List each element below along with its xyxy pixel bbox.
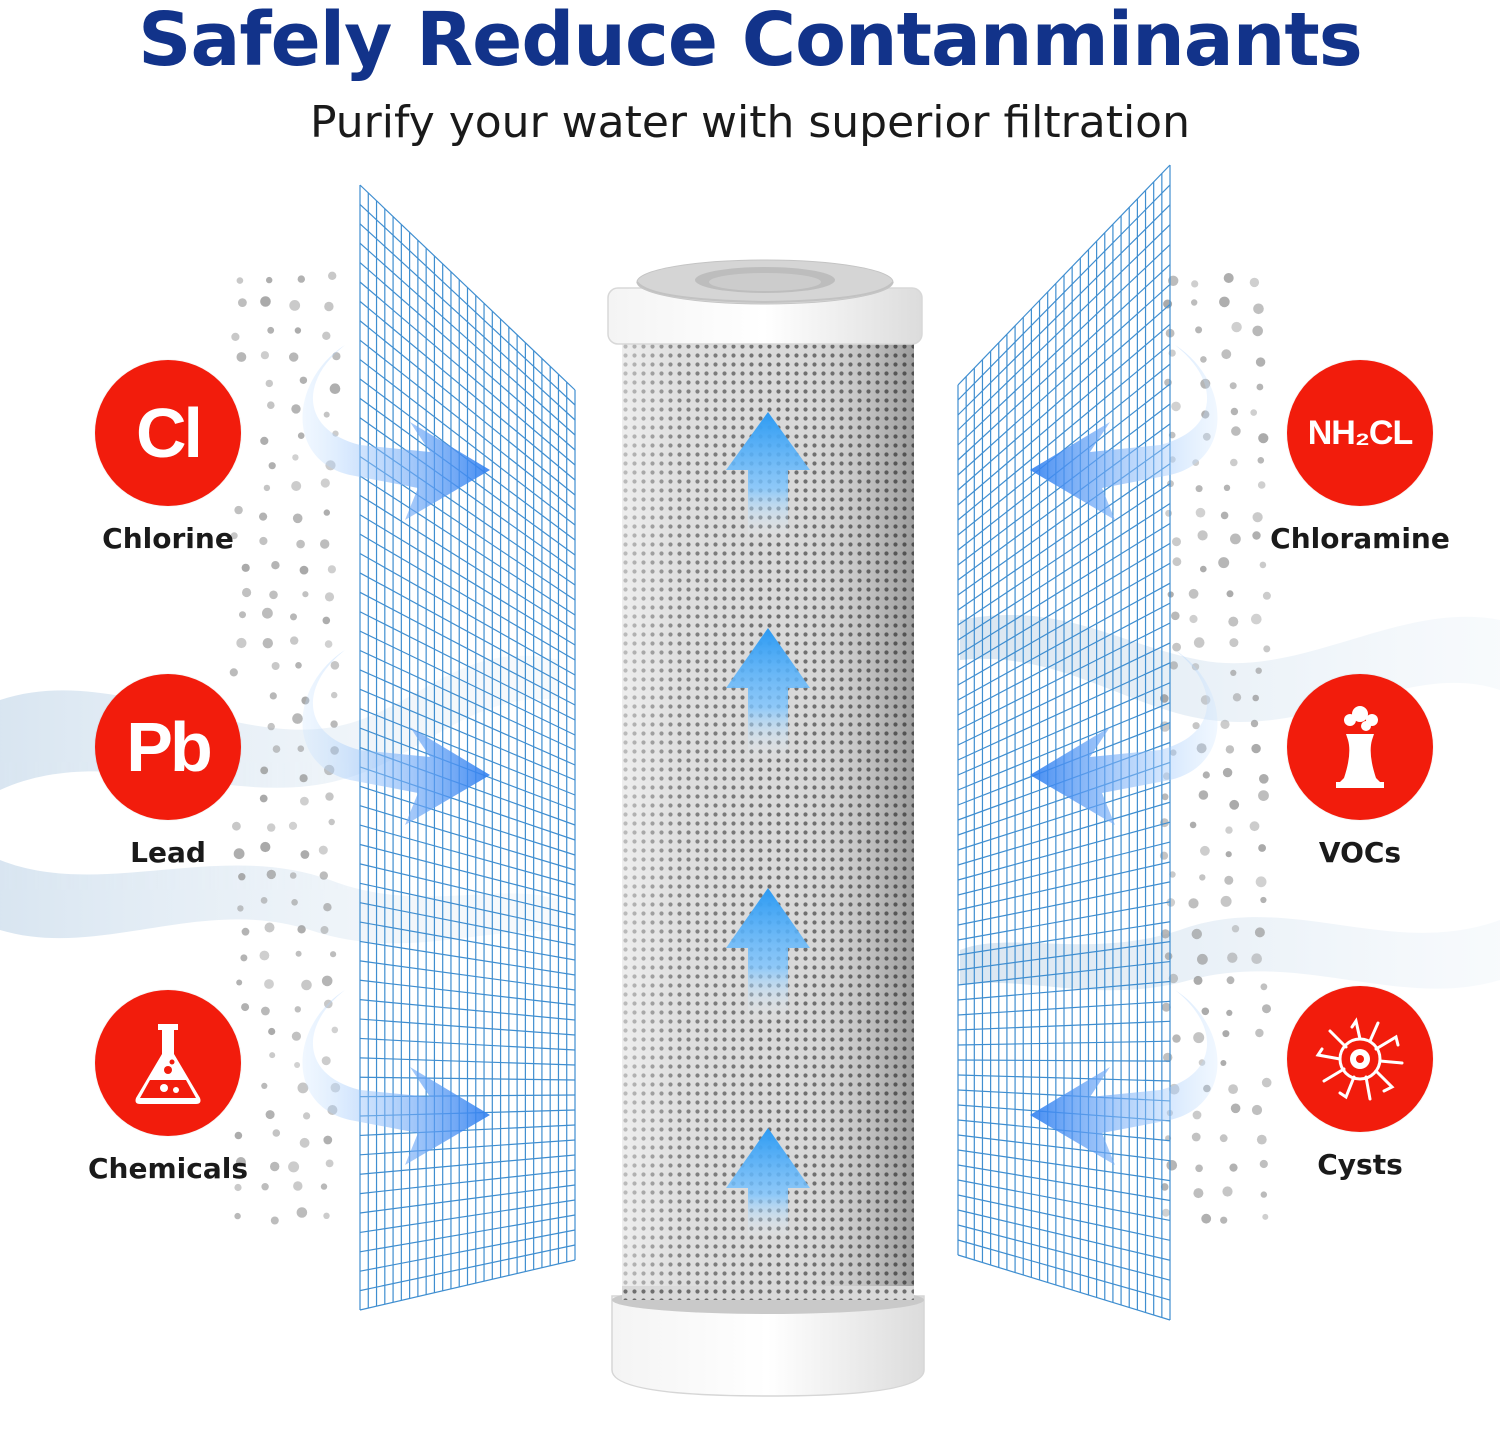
cysts-badge (1287, 986, 1433, 1132)
flask-icon (135, 1024, 201, 1104)
particles-right (1159, 273, 1272, 1224)
flow-arrows-left (302, 345, 490, 1165)
vocs-badge (1287, 674, 1433, 820)
contaminant-chlorine: Cl Chlorine (68, 360, 268, 555)
smokestack-icon (1336, 706, 1384, 788)
filter-mesh-right (957, 164, 1171, 1321)
contaminant-chemicals: Chemicals (68, 990, 268, 1185)
chemicals-badge (95, 990, 241, 1136)
flow-arrow-left-1 (302, 345, 490, 520)
up-arrow-3 (726, 888, 810, 1020)
lead-symbol: Pb (126, 708, 212, 786)
flow-arrow-left-2 (302, 650, 490, 825)
cyst-icon (1315, 1017, 1404, 1101)
flow-arrow-right-1 (1030, 345, 1218, 520)
lead-label: Lead (130, 836, 206, 869)
up-arrow-1 (726, 412, 810, 540)
contaminant-vocs: VOCs (1260, 674, 1460, 869)
cysts-label: Cysts (1317, 1148, 1403, 1181)
chlorine-symbol: Cl (136, 394, 203, 472)
flow-arrows-right (1030, 345, 1218, 1165)
page-title: Safely Reduce Contanminants (138, 0, 1363, 83)
chlorine-badge: Cl (95, 360, 241, 506)
chemicals-label: Chemicals (87, 1152, 248, 1185)
lead-badge: Pb (95, 674, 241, 820)
up-arrows (726, 412, 810, 1240)
page-subtitle: Purify your water with superior filtrati… (310, 97, 1190, 148)
up-arrow-4 (726, 1128, 810, 1240)
chloramine-badge: NH₂CL (1287, 360, 1433, 506)
contaminant-chloramine: NH₂CL Chloramine (1260, 360, 1460, 555)
contaminant-lead: Pb Lead (68, 674, 268, 869)
flow-arrow-left-3 (302, 990, 490, 1165)
up-arrow-2 (726, 628, 810, 760)
flow-arrow-right-3 (1030, 990, 1218, 1165)
vocs-label: VOCs (1318, 836, 1402, 869)
chloramine-symbol: NH₂CL (1307, 413, 1414, 452)
chlorine-label: Chlorine (102, 522, 234, 555)
particles-left (229, 271, 341, 1225)
chloramine-label: Chloramine (1270, 522, 1450, 555)
contaminant-cysts: Cysts (1260, 986, 1460, 1181)
flow-arrow-right-2 (1030, 650, 1218, 825)
